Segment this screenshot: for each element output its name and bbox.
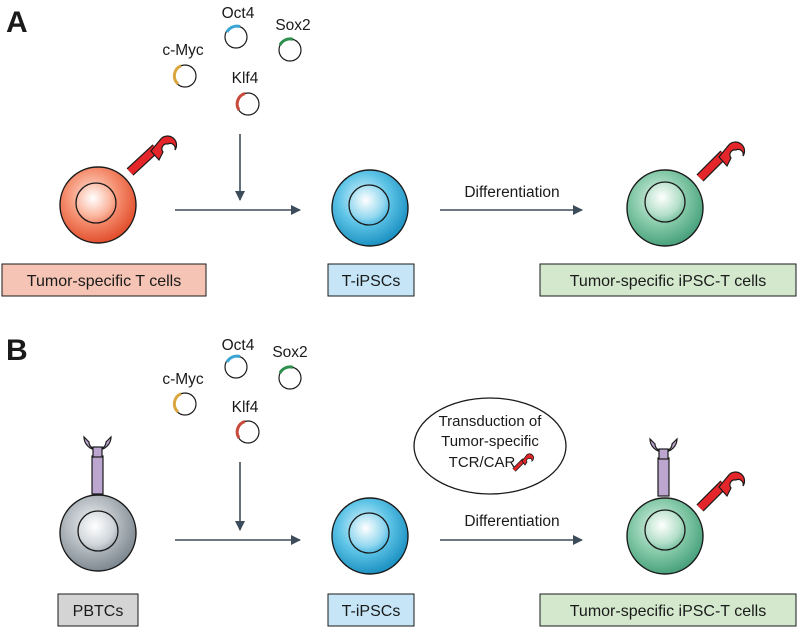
svg-text:PBTCs: PBTCs [73,603,124,620]
tcr-receptor-red [696,141,746,182]
klf4-label: Klf4 [232,399,259,416]
klf4-label: Klf4 [232,70,259,87]
svg-text:T-iPSCs: T-iPSCs [342,273,401,290]
ipsc-t-cells-box: Tumor-specific iPSC-T cells [539,593,797,627]
ipsc-t-cell [626,437,746,575]
svg-text:Tumor-specific iPSC-T cells: Tumor-specific iPSC-T cells [570,603,766,620]
cmyc-label: c-Myc [162,371,204,388]
t-ipsc-cell [331,497,409,575]
svg-text:Tumor-specific T cells: Tumor-specific T cells [27,273,181,290]
oct4-gene-segment [225,24,241,33]
cmyc-label: c-Myc [162,42,204,59]
ipsc-t-cell [626,141,746,247]
t-ipsc-cell [331,169,409,247]
bubble-line-2: Tumor-specific [441,433,539,450]
pbtcs-box: PBTCs [57,593,139,627]
bubble-line-1: Transduction of [439,413,543,430]
differentiation-label: Differentiation [464,513,559,530]
klf4-plasmid: Klf4 [232,399,260,444]
tcr-receptor-red [696,471,746,512]
sox2-plasmid: Sox2 [275,17,311,62]
t-ipscs-box: T-iPSCs [327,263,415,297]
pbtc-cell [59,435,137,572]
oct4-gene-segment [225,354,241,363]
transduction-bubble: Transduction of Tumor-specific TCR/CAR [413,397,567,495]
differentiation-label: Differentiation [464,184,559,201]
svg-text:Tumor-specific iPSC-T cells: Tumor-specific iPSC-T cells [570,273,766,290]
oct4-plasmid: Oct4 [222,337,255,379]
receptor-purple [649,437,678,497]
oct4-plasmid: Oct4 [222,5,255,49]
cmyc-plasmid: c-Myc [162,42,204,88]
oct4-label: Oct4 [222,337,255,354]
t-ipscs-box: T-iPSCs [327,593,415,627]
panel-a: A Oct4 Sox2 c-Myc Klf4 Differentiation [1,5,797,297]
cmyc-gene-segment [172,64,182,86]
svg-text:T-iPSCs: T-iPSCs [342,603,401,620]
bubble-line-3: TCR/CAR [449,454,516,471]
panel-a-letter: A [6,6,28,39]
tumor-t-cells-box: Tumor-specific T cells [1,263,207,297]
sox2-gene-segment [278,365,294,374]
oct4-label: Oct4 [222,5,255,22]
panel-b-letter: B [6,334,28,367]
sox2-plasmid: Sox2 [272,344,308,390]
cmyc-plasmid: c-Myc [162,371,204,416]
klf4-gene-segment [235,419,246,439]
panel-b: B Oct4 Sox2 c-Myc Klf4 Differentiation [6,334,797,627]
sox2-gene-segment [278,37,294,46]
tcr-receptor-red [126,135,178,176]
receptor-purple [83,435,112,495]
sox2-label: Sox2 [275,17,310,34]
klf4-gene-segment [235,91,246,111]
ipsc-t-cells-box: Tumor-specific iPSC-T cells [539,263,797,297]
klf4-plasmid: Klf4 [232,70,260,116]
tumor-t-cell [59,135,178,244]
cmyc-gene-segment [172,392,182,414]
small-receptor-icon [512,453,534,472]
sox2-label: Sox2 [272,344,307,361]
